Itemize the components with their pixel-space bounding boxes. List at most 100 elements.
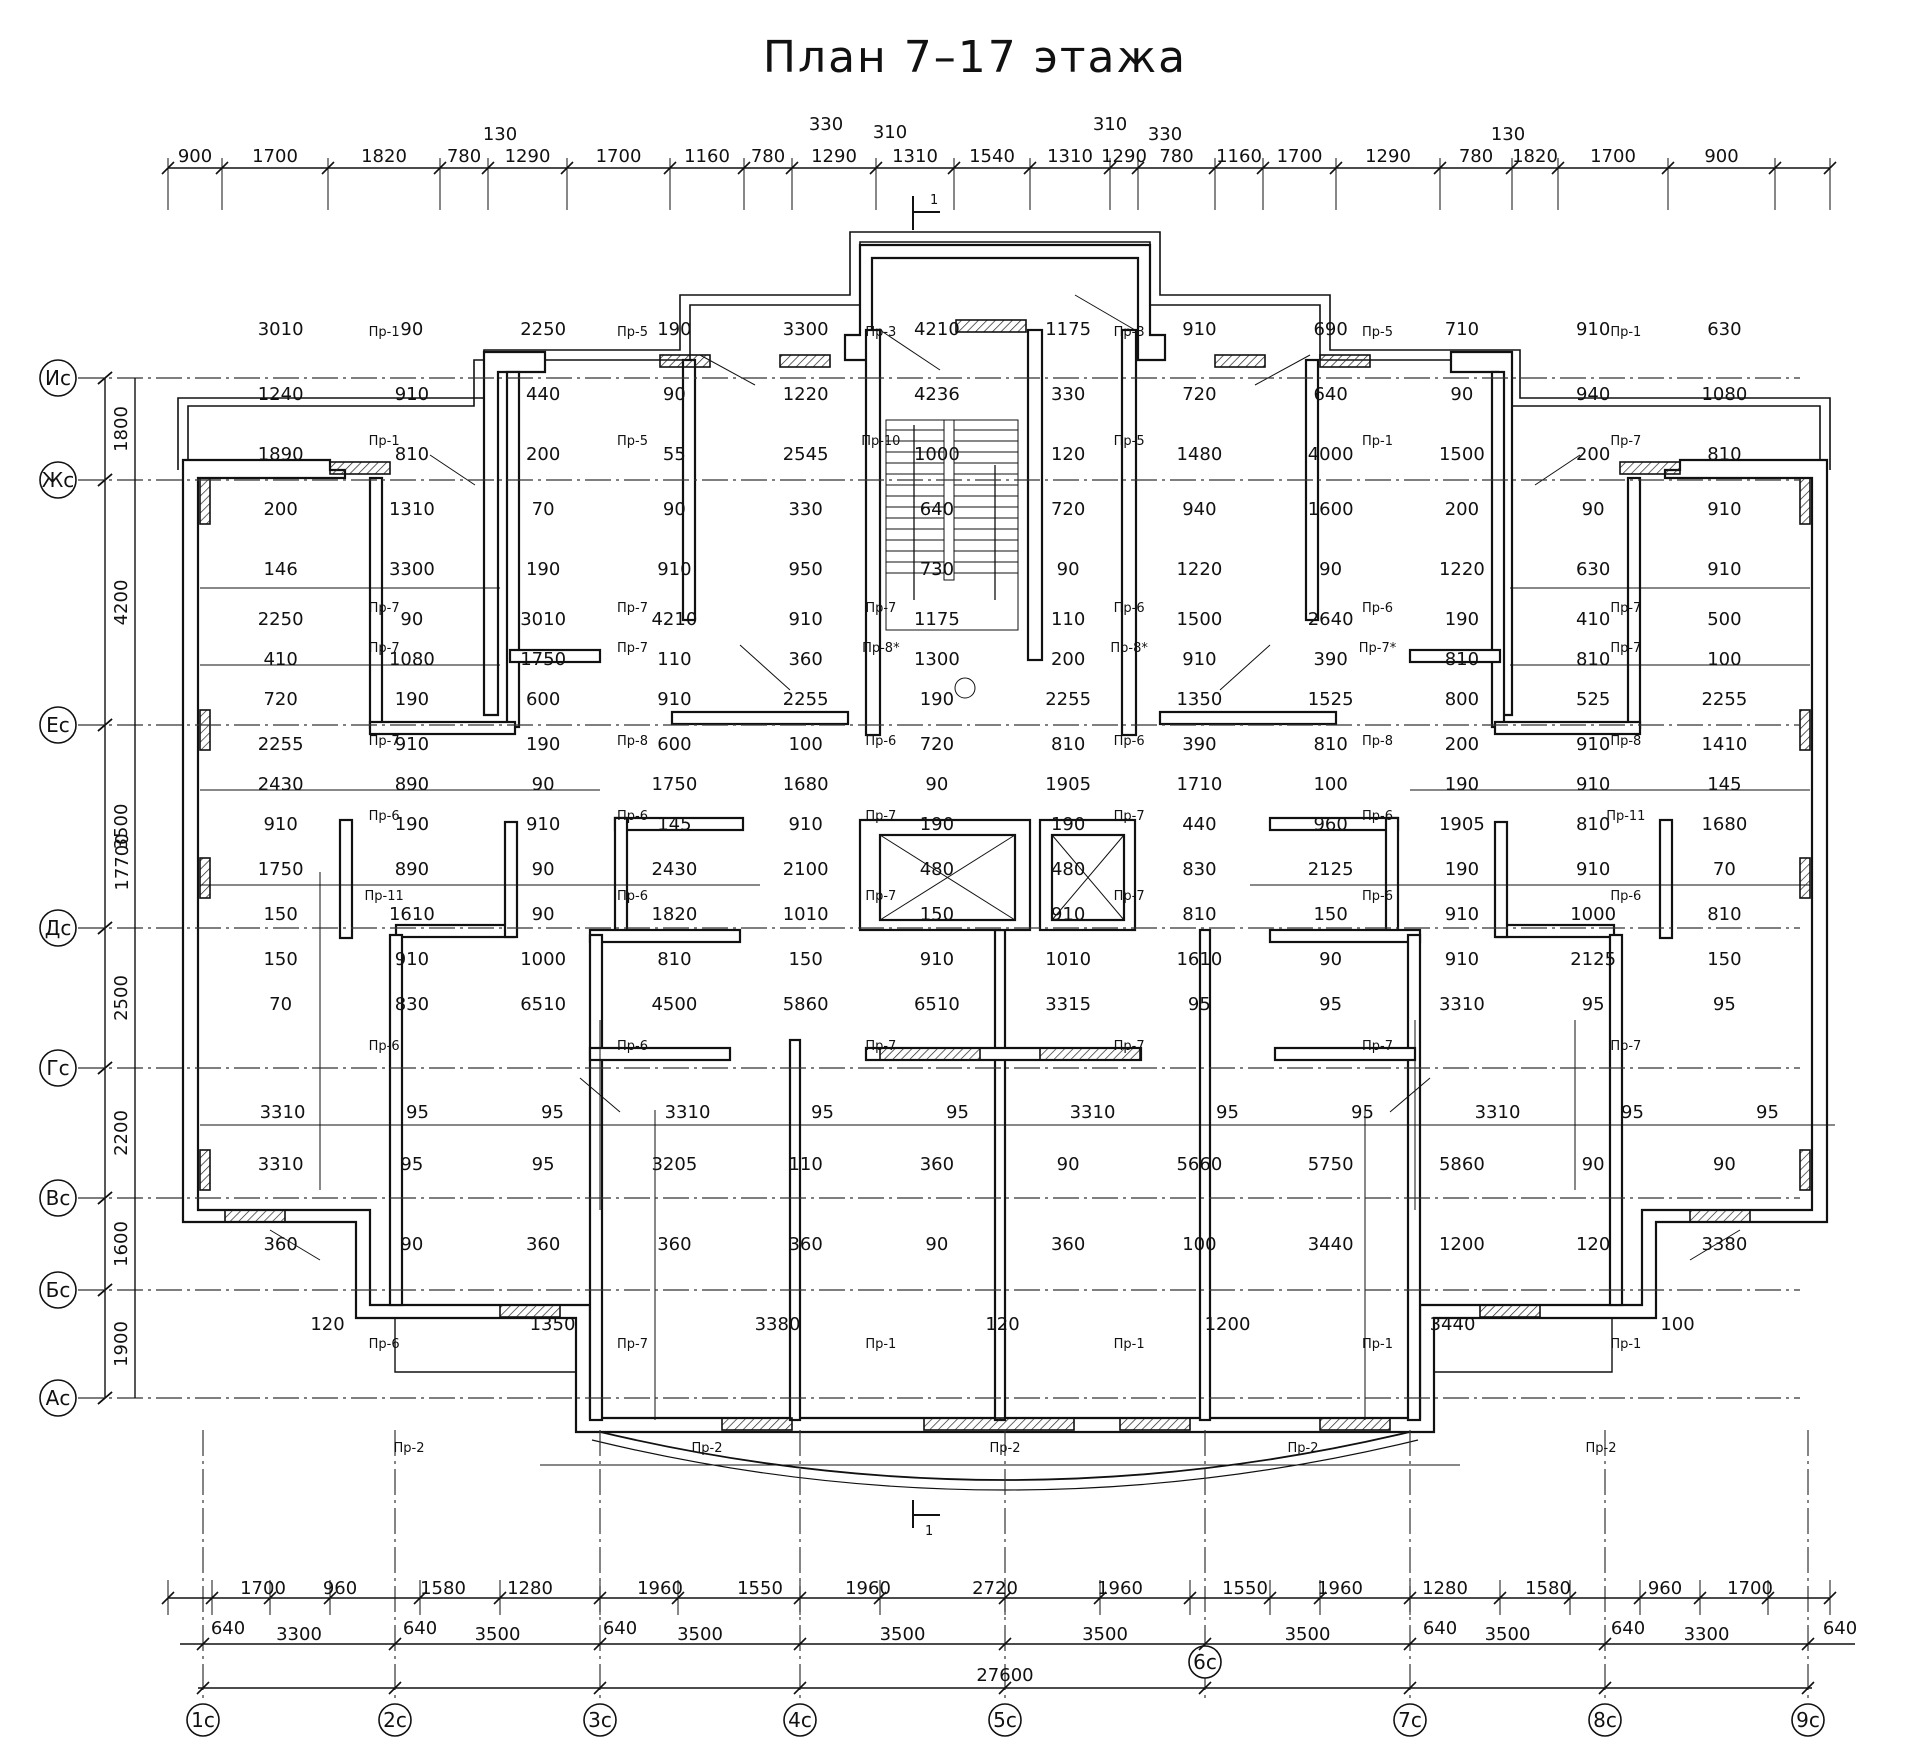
room-dim-value: 70 (269, 994, 292, 1015)
opening-tag: Пр-2 (692, 1441, 723, 1456)
top-dim-extra: 130 (483, 124, 517, 145)
window (923, 1417, 1075, 1431)
room-dim-value: 95 (541, 1102, 564, 1123)
opening-tag: Пр-5 (1114, 434, 1145, 449)
room-dim-value: 90 (925, 1234, 948, 1255)
exterior-walls (181, 243, 1829, 1434)
room-dim-value: 90 (400, 609, 423, 630)
room-dim-value: 810 (1051, 734, 1085, 755)
window (224, 1209, 286, 1223)
dim-tick (1801, 1637, 1815, 1651)
opening-tag: Пр-7 (617, 641, 648, 656)
col-axis-bubble (1188, 1645, 1222, 1679)
room-dim-value: 810 (1576, 649, 1610, 670)
room-dim-value: 890 (395, 774, 429, 795)
opening-tag: Пр-1 (865, 1337, 896, 1352)
opening-tag: Пр-7 (1610, 434, 1641, 449)
room-dim-value: 95 (1319, 994, 1342, 1015)
bottom-dim-small: 640 (211, 1618, 245, 1639)
room-dim-value: 1000 (520, 949, 566, 970)
room-dim-value: 810 (1182, 904, 1216, 925)
room-dim-value: 3300 (783, 319, 829, 340)
opening-tag: Пр-1 (369, 325, 400, 340)
top-dim-value: 900 (1704, 146, 1738, 167)
room-dim-value: 4236 (914, 384, 960, 405)
dim-tick (560, 161, 574, 175)
room-dim-value: 910 (1182, 649, 1216, 670)
room-dim-value: 710 (1445, 319, 1479, 340)
opening-tag: Пр-7 (865, 601, 896, 616)
room-dim-value: 3310 (258, 1154, 304, 1175)
dim-tick (1598, 1637, 1612, 1651)
row-axis-label: Ас (46, 1386, 71, 1410)
room-dim-value: 1680 (783, 774, 829, 795)
dim-tick (793, 1591, 807, 1605)
left-dim-value: 2200 (111, 1110, 132, 1156)
room-dim-value: 1890 (258, 444, 304, 465)
room-dim-value: 1240 (258, 384, 304, 405)
dim-tick (1329, 161, 1343, 175)
dim-tick (593, 1591, 607, 1605)
room-dim-value: 730 (920, 559, 954, 580)
left-dim-value: 1800 (111, 406, 132, 452)
room-dim-value: 190 (920, 689, 954, 710)
room-dim-value: 3440 (1308, 1234, 1354, 1255)
room-dim-value: 70 (1713, 859, 1736, 880)
bottom-dim-value: 1280 (1422, 1578, 1468, 1599)
room-dim-value: 1310 (389, 499, 435, 520)
opening-tag: Пр-2 (394, 1441, 425, 1456)
room-dim-value: 190 (395, 689, 429, 710)
room-dim-value: 940 (1182, 499, 1216, 520)
dim-tick (97, 1191, 113, 1205)
dim-tick (593, 1637, 607, 1651)
room-dim-value: 810 (1313, 734, 1347, 755)
room-dim-value: 146 (263, 559, 297, 580)
dim-tick (998, 1637, 1012, 1651)
room-dim-value: 1080 (389, 649, 435, 670)
room-dim-value: 2545 (783, 444, 829, 465)
left-dim-value: 2500 (111, 975, 132, 1021)
room-dim-value: 1610 (1176, 949, 1222, 970)
dim-tick (481, 161, 495, 175)
opening-tag: Пр-2 (1586, 1441, 1617, 1456)
bottom-dim-value: 2720 (972, 1578, 1018, 1599)
room-dim-value: 5860 (783, 994, 829, 1015)
top-dim-value: 780 (1459, 146, 1493, 167)
left-dim-value: 1600 (111, 1221, 132, 1267)
room-dim-value: 1200 (1205, 1314, 1251, 1335)
room-dim-value: 95 (1713, 994, 1736, 1015)
window (1319, 1417, 1391, 1431)
opening-tag: Пр-6 (1114, 734, 1145, 749)
opening-tag: Пр-8* (862, 641, 900, 656)
room-dim-value: 90 (1582, 499, 1605, 520)
dim-tick (1823, 161, 1837, 175)
bottom-dim-value: 1580 (1525, 1578, 1571, 1599)
room-dim-value: 810 (1445, 649, 1479, 670)
opening-tag: Пр-8 (1610, 734, 1641, 749)
top-dim-value: 1310 (1047, 146, 1093, 167)
room-dim-value: 90 (532, 774, 555, 795)
col-axis-bubble (583, 1703, 617, 1737)
dim-tick (1403, 1681, 1417, 1695)
room-dim-value: 480 (1051, 859, 1085, 880)
room-dim-value: 440 (526, 384, 560, 405)
dim-tick (196, 1681, 210, 1695)
top-dim-value: 1540 (969, 146, 1015, 167)
dim-tick (97, 371, 113, 385)
room-dim-value: 830 (395, 994, 429, 1015)
window (1319, 354, 1371, 368)
room-dim-value: 90 (400, 319, 423, 340)
plan-title: План 7–17 этажа (763, 32, 1187, 83)
room-dim-value: 720 (263, 689, 297, 710)
opening-tag: Пр-1 (369, 434, 400, 449)
dim-tick (1433, 161, 1447, 175)
room-dim-value: 410 (1576, 609, 1610, 630)
room-dim-value: 4210 (914, 319, 960, 340)
opening-tag: Пр-6 (1362, 889, 1393, 904)
dim-tick (263, 1591, 277, 1605)
opening-tag: Пр-1 (1362, 1337, 1393, 1352)
room-dim-value: 640 (1313, 384, 1347, 405)
top-dim-value: 1820 (361, 146, 407, 167)
opening-tag: Пр-7 (369, 641, 400, 656)
room-dim-value: 910 (395, 384, 429, 405)
